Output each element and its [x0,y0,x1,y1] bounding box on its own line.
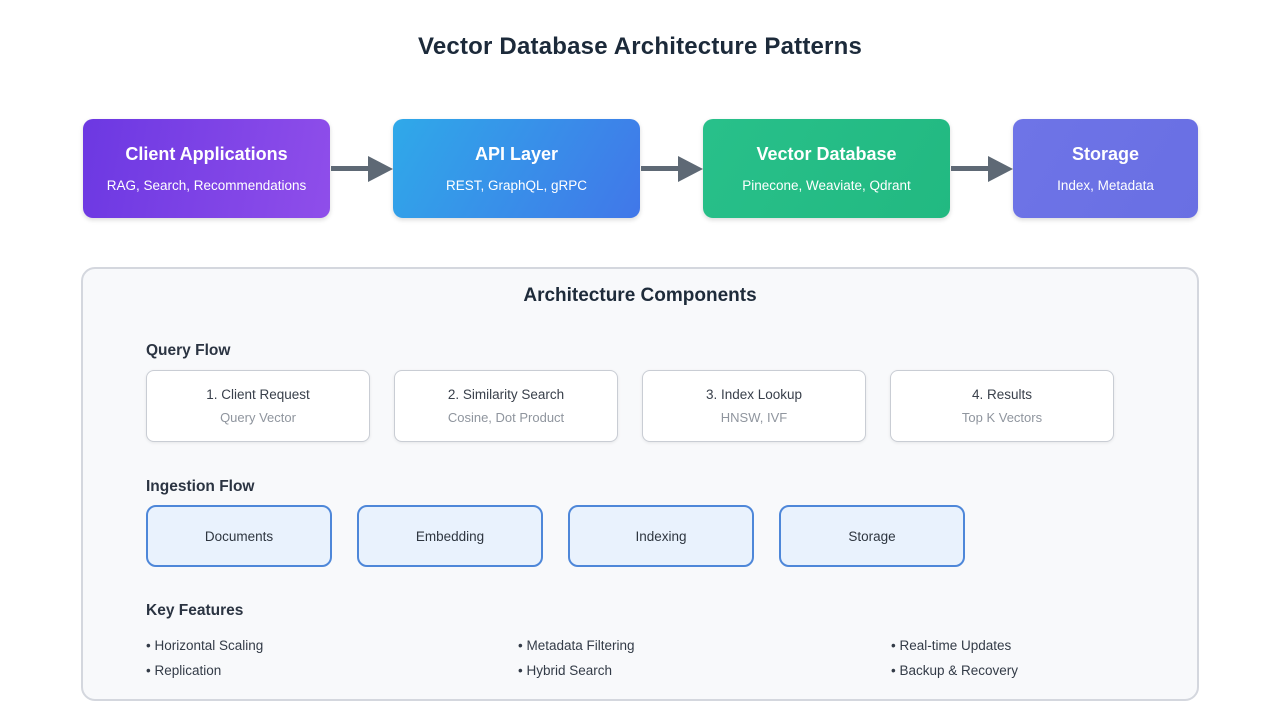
query-step-client-request: 1. Client Request Query Vector [146,370,370,442]
feature-item: • Metadata Filtering [518,638,635,653]
flow-node-subtitle: REST, GraphQL, gRPC [445,178,588,193]
query-step-title: 3. Index Lookup [705,387,803,402]
ingestion-flow-row: Documents Embedding Indexing Storage [146,505,1134,567]
flow-node-storage: Storage Index, Metadata [1013,119,1198,218]
query-step-results: 4. Results Top K Vectors [890,370,1114,442]
query-step-subtitle: Top K Vectors [961,410,1043,425]
arrow-line [951,166,988,171]
ingestion-step-storage: Storage [779,505,965,567]
flow-node-vector-database: Vector Database Pinecone, Weaviate, Qdra… [703,119,950,218]
flow-node-subtitle: RAG, Search, Recommendations [106,178,307,193]
feature-item: • Hybrid Search [518,663,613,678]
key-features-column: • Metadata Filtering • Hybrid Search [518,633,891,683]
architecture-components-panel: Architecture Components Query Flow 1. Cl… [81,267,1199,701]
query-flow-row: 1. Client Request Query Vector 2. Simila… [146,370,1114,442]
arrow-line [331,166,368,171]
arrow-line [641,166,678,171]
flow-node-title: Vector Database [756,144,897,164]
query-step-similarity-search: 2. Similarity Search Cosine, Dot Product [394,370,618,442]
feature-item: • Backup & Recovery [891,663,1019,678]
query-step-subtitle: Cosine, Dot Product [447,410,565,425]
ingestion-flow-heading: Ingestion Flow [146,478,255,495]
flow-node-title: Storage [1071,144,1140,164]
key-features-heading: Key Features [146,602,244,619]
flow-node-subtitle: Index, Metadata [1057,178,1154,193]
page-title: Vector Database Architecture Patterns [417,33,863,60]
feature-item: • Horizontal Scaling [146,638,264,653]
ingestion-step-documents: Documents [146,505,332,567]
arrow-head-icon [988,155,1013,182]
ingestion-step-indexing: Indexing [568,505,754,567]
query-step-title: 2. Similarity Search [447,387,565,402]
query-step-title: 4. Results [971,387,1033,402]
query-step-subtitle: HNSW, IVF [720,410,788,425]
arrow-head-icon [678,155,703,182]
query-step-title: 1. Client Request [206,387,310,402]
flow-arrow-icon [331,155,393,182]
flow-arrow-icon [951,155,1013,182]
flow-node-title: API Layer [474,144,559,164]
flow-node-subtitle: Pinecone, Weaviate, Qdrant [742,178,911,193]
arrow-head-icon [368,155,393,182]
flow-node-api-layer: API Layer REST, GraphQL, gRPC [393,119,640,218]
key-features-column: • Horizontal Scaling • Replication [146,633,518,683]
flow-arrow-icon [641,155,703,182]
query-step-index-lookup: 3. Index Lookup HNSW, IVF [642,370,866,442]
key-features-grid: • Horizontal Scaling • Replication • Met… [146,633,1114,683]
feature-item: • Real-time Updates [891,638,1012,653]
key-features-column: • Real-time Updates • Backup & Recovery [891,633,1114,683]
ingestion-step-embedding: Embedding [357,505,543,567]
flow-node-title: Client Applications [125,144,288,164]
panel-title: Architecture Components [523,285,757,306]
query-flow-heading: Query Flow [146,342,231,359]
flow-node-client-applications: Client Applications RAG, Search, Recomme… [83,119,330,218]
feature-item: • Replication [146,663,222,678]
query-step-subtitle: Query Vector [220,410,296,425]
